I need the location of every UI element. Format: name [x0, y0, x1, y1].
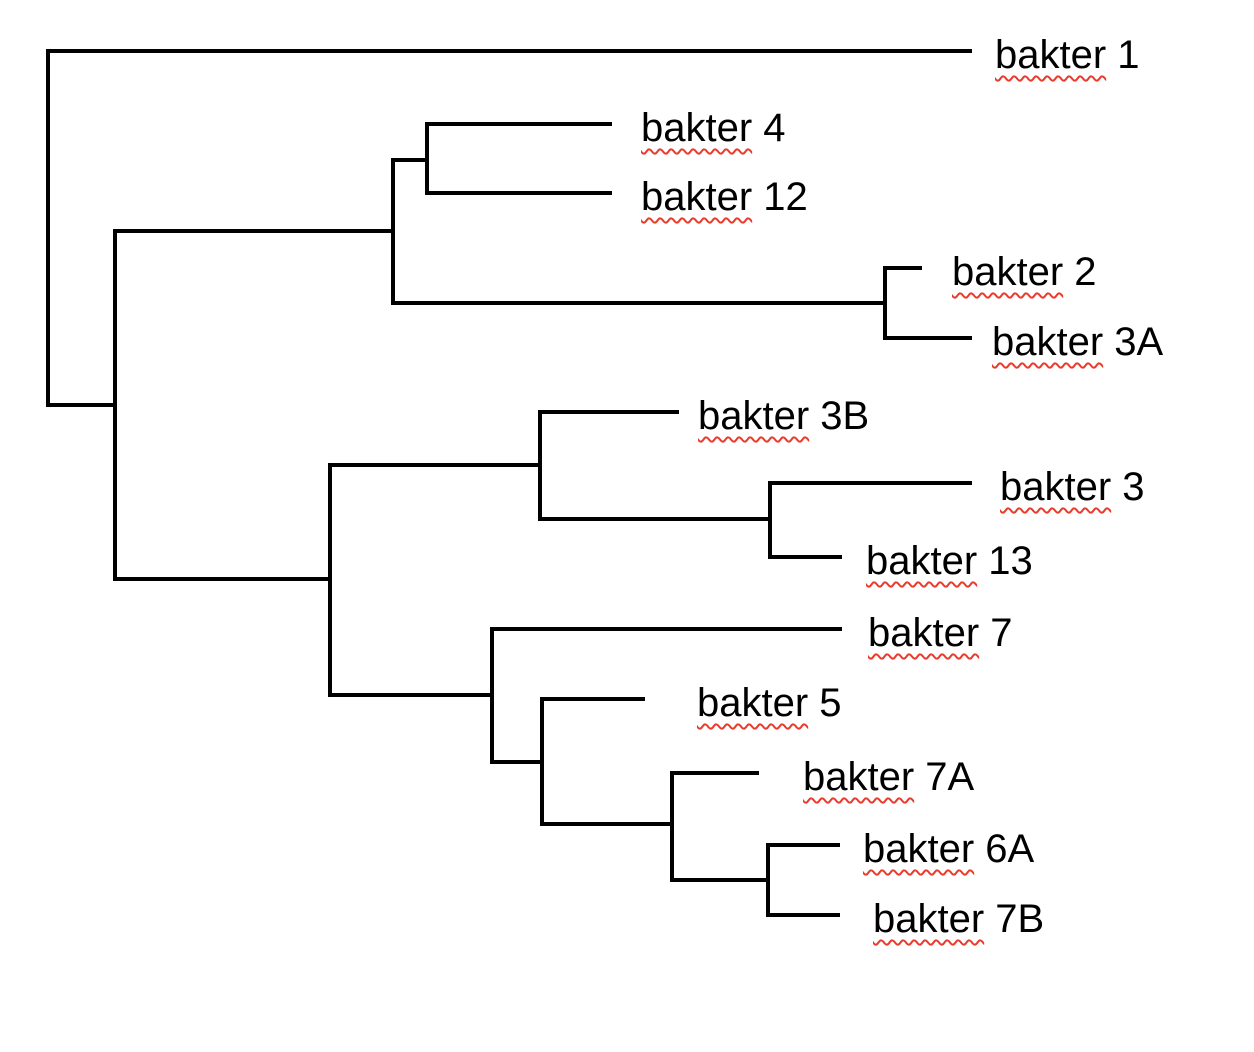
taxon-suffix: 7: [979, 611, 1013, 655]
taxon-label-bakter-12: bakter 12: [641, 173, 808, 221]
branch-bakter-5: [540, 697, 645, 701]
edge-nodeB-to-nodeD: [391, 158, 429, 162]
taxon-label-bakter-3b: bakter 3B: [698, 392, 869, 440]
taxon-word-misspelled: bakter: [641, 106, 753, 150]
taxon-word-misspelled: bakter: [952, 250, 1064, 294]
taxon-suffix: 5: [808, 681, 842, 725]
taxon-label-bakter-2: bakter 2: [952, 248, 1097, 296]
taxon-label-bakter-7a: bakter 7A: [803, 753, 974, 801]
taxon-label-bakter-13: bakter 13: [866, 537, 1033, 585]
edge-nodeA-to-nodeC: [113, 577, 332, 581]
branch-bakter-13: [768, 555, 842, 559]
node-F-vertical: [538, 410, 542, 521]
node-I-vertical: [540, 697, 544, 826]
taxon-label-bakter-7: bakter 7: [868, 609, 1013, 657]
node-B-vertical: [391, 158, 395, 305]
taxon-word-misspelled: bakter: [866, 539, 978, 583]
branch-bakter-6A: [766, 843, 840, 847]
taxon-word-misspelled: bakter: [697, 681, 809, 725]
taxon-suffix: 13: [977, 539, 1033, 583]
taxon-word-misspelled: bakter: [641, 175, 753, 219]
edge-nodeC-to-nodeF: [328, 463, 542, 467]
edge-nodeI-to-nodeJ: [540, 822, 674, 826]
edge-nodeJ-to-nodeK: [670, 878, 770, 882]
edge-nodeA-to-nodeB: [113, 229, 395, 233]
edge-nodeF-to-nodeH: [538, 517, 772, 521]
node-D-vertical: [425, 122, 429, 195]
branch-bakter-2: [883, 266, 922, 270]
taxon-word-misspelled: bakter: [698, 394, 810, 438]
taxon-suffix: 3: [1111, 465, 1145, 509]
edge-nodeG-to-nodeI: [490, 760, 544, 764]
node-H-vertical: [768, 481, 772, 559]
taxon-suffix: 1: [1106, 33, 1140, 77]
branch-bakter-7: [490, 627, 842, 631]
edge-nodeC-to-nodeG: [328, 693, 494, 697]
taxon-word-misspelled: bakter: [1000, 465, 1112, 509]
node-C-vertical: [328, 463, 332, 697]
taxon-suffix: 3A: [1103, 320, 1164, 364]
taxon-word-misspelled: bakter: [803, 755, 915, 799]
taxon-suffix: 3B: [809, 394, 870, 438]
taxon-suffix: 2: [1063, 250, 1097, 294]
taxon-word-misspelled: bakter: [995, 33, 1107, 77]
taxon-word-misspelled: bakter: [863, 827, 975, 871]
taxon-suffix: 7B: [984, 897, 1045, 941]
taxon-label-bakter-5: bakter 5: [697, 679, 842, 727]
taxon-label-bakter-3: bakter 3: [1000, 463, 1145, 511]
branch-bakter-3B: [538, 410, 679, 414]
node-root-vertical: [46, 49, 50, 407]
branch-bakter-1: [46, 49, 972, 53]
taxon-suffix: 12: [752, 175, 808, 219]
edge-root-to-nodeA: [46, 403, 117, 407]
node-E-vertical: [883, 266, 887, 340]
taxon-label-bakter-3a: bakter 3A: [992, 318, 1163, 366]
node-A-vertical: [113, 229, 117, 581]
taxon-word-misspelled: bakter: [873, 897, 985, 941]
branch-bakter-3: [768, 481, 972, 485]
branch-bakter-7A: [670, 771, 759, 775]
node-J-vertical: [670, 771, 674, 882]
edge-nodeB-to-nodeE: [391, 301, 887, 305]
taxon-word-misspelled: bakter: [868, 611, 980, 655]
taxon-suffix: 6A: [974, 827, 1035, 871]
node-K-vertical: [766, 843, 770, 917]
node-G-vertical: [490, 627, 494, 764]
taxon-word-misspelled: bakter: [992, 320, 1104, 364]
taxon-label-bakter-4: bakter 4: [641, 104, 786, 152]
taxon-label-bakter-7b: bakter 7B: [873, 895, 1044, 943]
branch-bakter-3A: [883, 336, 972, 340]
taxon-suffix: 4: [752, 106, 786, 150]
branch-bakter-7B: [766, 913, 840, 917]
branch-bakter-4: [425, 122, 612, 126]
taxon-suffix: 7A: [914, 755, 975, 799]
branch-bakter-12: [425, 191, 612, 195]
taxon-label-bakter-1: bakter 1: [995, 31, 1140, 79]
taxon-label-bakter-6a: bakter 6A: [863, 825, 1034, 873]
